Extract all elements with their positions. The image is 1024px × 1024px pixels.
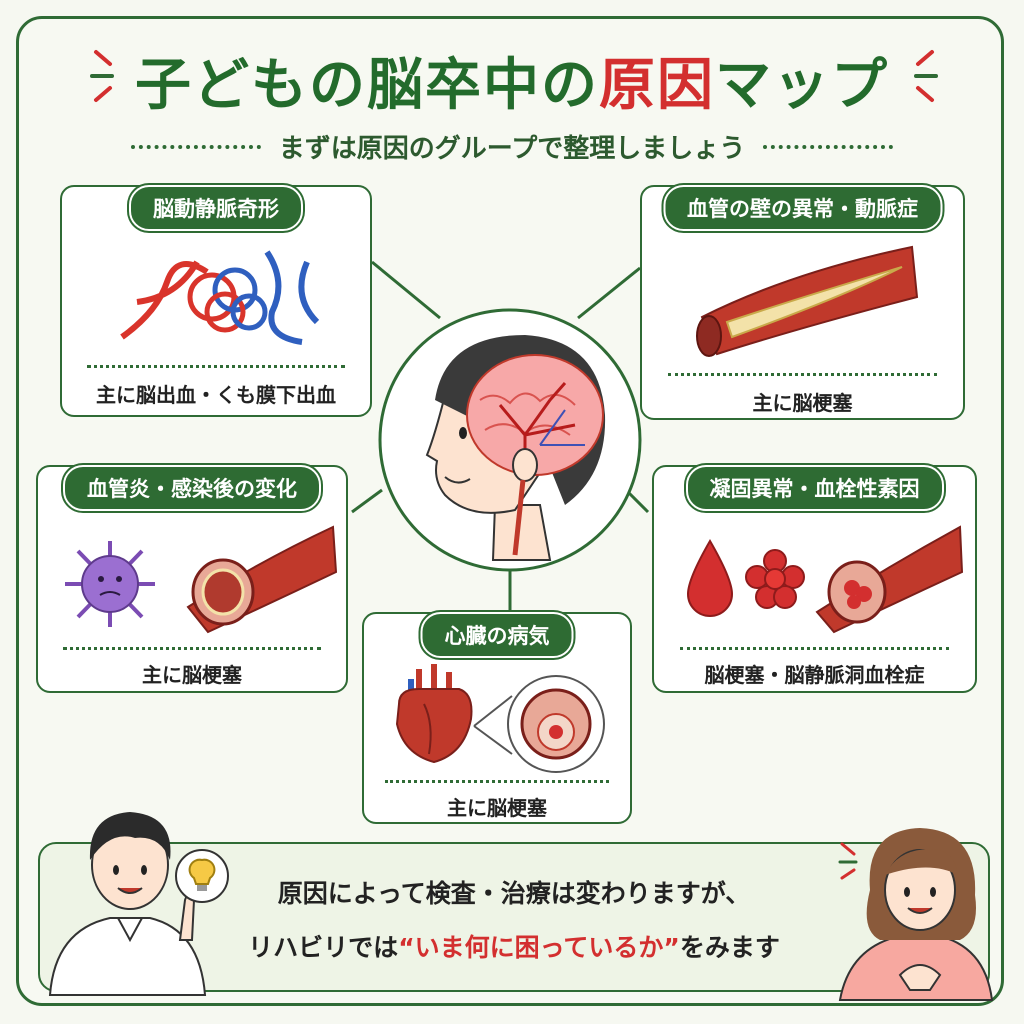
card-vasculitis-footer: 主に脳梗塞: [142, 663, 242, 687]
subtitle: まずは原因のグループで整理しましょう: [278, 134, 746, 164]
card-arteriopathy-footer: 主に脳梗塞: [752, 391, 853, 415]
subtitle-dots-right: [763, 144, 894, 149]
title-text-accent: 原因: [599, 53, 715, 118]
blocked-vessel-icon: [473, 675, 605, 773]
title-text-post: マップ: [715, 53, 889, 118]
card-avm-separator: [86, 365, 346, 368]
title-spark-left-icon: [90, 50, 114, 102]
card-heart-footer: 主に脳梗塞: [447, 796, 547, 820]
girl-sparkle-icon: [838, 842, 858, 880]
card-coagulation: 凝固異常・血栓性素因 脳梗塞・脳静脈洞血栓症: [652, 465, 977, 693]
title-text-pre: 子どもの脳卒中の: [135, 53, 599, 118]
card-heart-title: 心臓の病気: [420, 612, 574, 658]
bottom-message-line1: 原因によって検査・治療は変わりますが、: [277, 879, 751, 908]
card-avm: 脳動静脈奇形 主に脳出血・くも膜下出血: [60, 185, 372, 417]
bottom-message-line2: リハビリでは“いま何に困っているか”をみます: [40, 928, 988, 964]
virus-icon: [65, 541, 155, 627]
bottom-line2-quote: “いま何に困っているか”: [398, 933, 680, 962]
subtitle-row: まずは原因のグループで整理しましょう: [0, 128, 1024, 165]
card-vasculitis-title: 血管炎・感染後の変化: [63, 465, 321, 511]
child-brain-illustration: [378, 308, 642, 572]
title-spark-right-icon: [914, 50, 938, 102]
card-arteriopathy-title: 血管の壁の異常・動脈症: [663, 185, 942, 231]
card-avm-footer: 主に脳出血・くも膜下出血: [96, 383, 336, 407]
lightbulb-icon: [175, 849, 229, 903]
page-title: 子どもの脳卒中の原因マップ: [0, 40, 1024, 121]
blood-drop-icon: [686, 539, 734, 617]
card-heart-separator: [385, 780, 609, 783]
girl-smiling-illustration: [838, 828, 994, 1001]
card-heart: 心臓の病気 主に脳梗塞: [362, 612, 632, 824]
card-vasculitis: 血管炎・感染後の変化 主に脳梗塞: [36, 465, 348, 693]
card-avm-title: 脳動静脈奇形: [129, 185, 303, 231]
tangled-vessels-icon: [120, 250, 320, 345]
card-coagulation-title: 凝固異常・血栓性素因: [685, 465, 944, 511]
card-arteriopathy: 血管の壁の異常・動脈症 主に脳梗塞: [640, 185, 965, 420]
card-coagulation-separator: [679, 647, 950, 650]
clot-cells-icon: [745, 549, 805, 609]
card-arteriopathy-separator: [667, 373, 938, 376]
narrowed-artery-icon: [696, 245, 919, 357]
clotted-vessel-icon: [815, 525, 964, 634]
card-coagulation-footer: 脳梗塞・脳静脈洞血栓症: [704, 663, 925, 687]
boy-pointing-illustration: [48, 812, 207, 996]
inflamed-artery-icon: [186, 525, 338, 634]
card-vasculitis-separator: [62, 647, 322, 650]
bottom-line2-post: をみます: [679, 933, 780, 962]
subtitle-dots-left: [130, 144, 261, 149]
heart-icon: [395, 664, 473, 764]
bottom-line2-pre: リハビリでは: [248, 933, 399, 962]
